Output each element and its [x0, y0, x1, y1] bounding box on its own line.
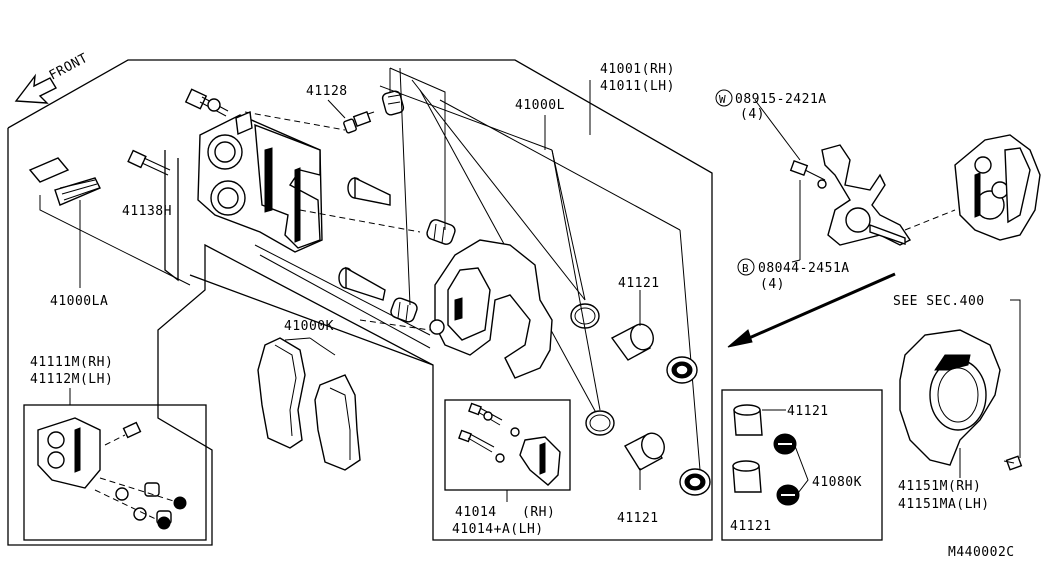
label-torque-member-rh: 41111M(RH) [30, 355, 113, 370]
label-see-section: SEE SEC.400 [893, 294, 985, 309]
caliper-body [197, 110, 323, 253]
front-arrow-icon [14, 73, 57, 104]
pin-bolt-upper [184, 88, 229, 117]
inset-pin-kit-parts [458, 402, 561, 486]
torque-member [429, 239, 553, 379]
label-seal-kit: 41080K [812, 475, 862, 490]
brake-pad-inner [257, 337, 306, 449]
piston-seal-upper [570, 303, 600, 329]
dust-boot-lower [679, 468, 711, 496]
steering-knuckle [821, 144, 912, 246]
brake-pad-outer [314, 374, 361, 471]
front-label: FRONT [47, 51, 91, 84]
label-bolt-qty: (4) [760, 277, 785, 292]
label-plate-lh: 41151MA(LH) [898, 497, 990, 512]
knuckle-bolt [789, 160, 826, 181]
label-torque-member-lh: 41112M(LH) [30, 372, 113, 387]
backing-plate [899, 329, 1001, 466]
inset-piston-top [733, 404, 763, 436]
label-pin-kit-rh: (RH) [522, 505, 555, 520]
label-washer-code: W [719, 93, 726, 106]
inset-piston-bottom [732, 460, 762, 493]
bleeder-screw [343, 111, 375, 134]
assembly-frame [7, 59, 713, 546]
assembly-direction-arrow-icon [727, 272, 896, 348]
label-piston-upper: 41121 [618, 276, 660, 291]
caliper-assembled-right [954, 134, 1041, 241]
piston-lower [624, 432, 665, 471]
label-pin-kit: 41014 [455, 505, 497, 520]
label-kit-piston-top: 41121 [787, 404, 829, 419]
label-pad-kit: 41000LA [50, 294, 108, 309]
bolt-code-circle [737, 258, 755, 276]
label-caliper-assy-rh: 41001(RH) [600, 62, 675, 77]
slide-pin-upper [347, 176, 391, 206]
piston-upper [610, 323, 654, 361]
pad-clip-kit [28, 157, 101, 206]
label-pads: 41000K [284, 319, 334, 334]
diagram-code: M440002C [948, 545, 1015, 560]
dust-boot-upper [666, 356, 698, 384]
label-pin-bolt: 41138H [122, 204, 172, 219]
inset-piston-kit-box [721, 389, 883, 541]
label-caliper-body: 41000L [515, 98, 565, 113]
piston-seal-lower [585, 410, 615, 436]
inner-frame-line [189, 274, 434, 366]
pin-bolt-lower [127, 149, 171, 176]
label-plate-rh: 41151M(RH) [898, 479, 981, 494]
knuckle-washer [817, 179, 827, 189]
label-washer-part: 08915-2421A [735, 92, 827, 107]
plate-bolt [1003, 455, 1023, 471]
label-bolt-code: B [742, 262, 749, 275]
inset-torque-member-body [37, 417, 101, 489]
pin-boot-middle [426, 219, 456, 245]
inset-seal-bottom [776, 484, 800, 506]
inset-seal-top [773, 433, 797, 455]
pin-boot-upper [381, 90, 405, 116]
washer-code-circle [715, 89, 733, 107]
label-bleeder: 41128 [306, 84, 348, 99]
label-kit-piston-bottom: 41121 [730, 519, 772, 534]
inset-torque-member-box [23, 404, 207, 541]
pin-boot-lower [390, 297, 418, 323]
inset-bleeder [104, 421, 142, 446]
inset-seals [94, 477, 187, 530]
label-washer-qty: (4) [740, 107, 765, 122]
label-pin-kit-lh: 41014+A(LH) [452, 522, 544, 537]
slide-pin-lower [338, 266, 386, 301]
inner-frame-left [164, 150, 179, 282]
label-piston-lower: 41121 [617, 511, 659, 526]
label-caliper-assy-lh: 41011(LH) [600, 79, 675, 94]
label-bolt-part: 08044-2451A [758, 261, 850, 276]
